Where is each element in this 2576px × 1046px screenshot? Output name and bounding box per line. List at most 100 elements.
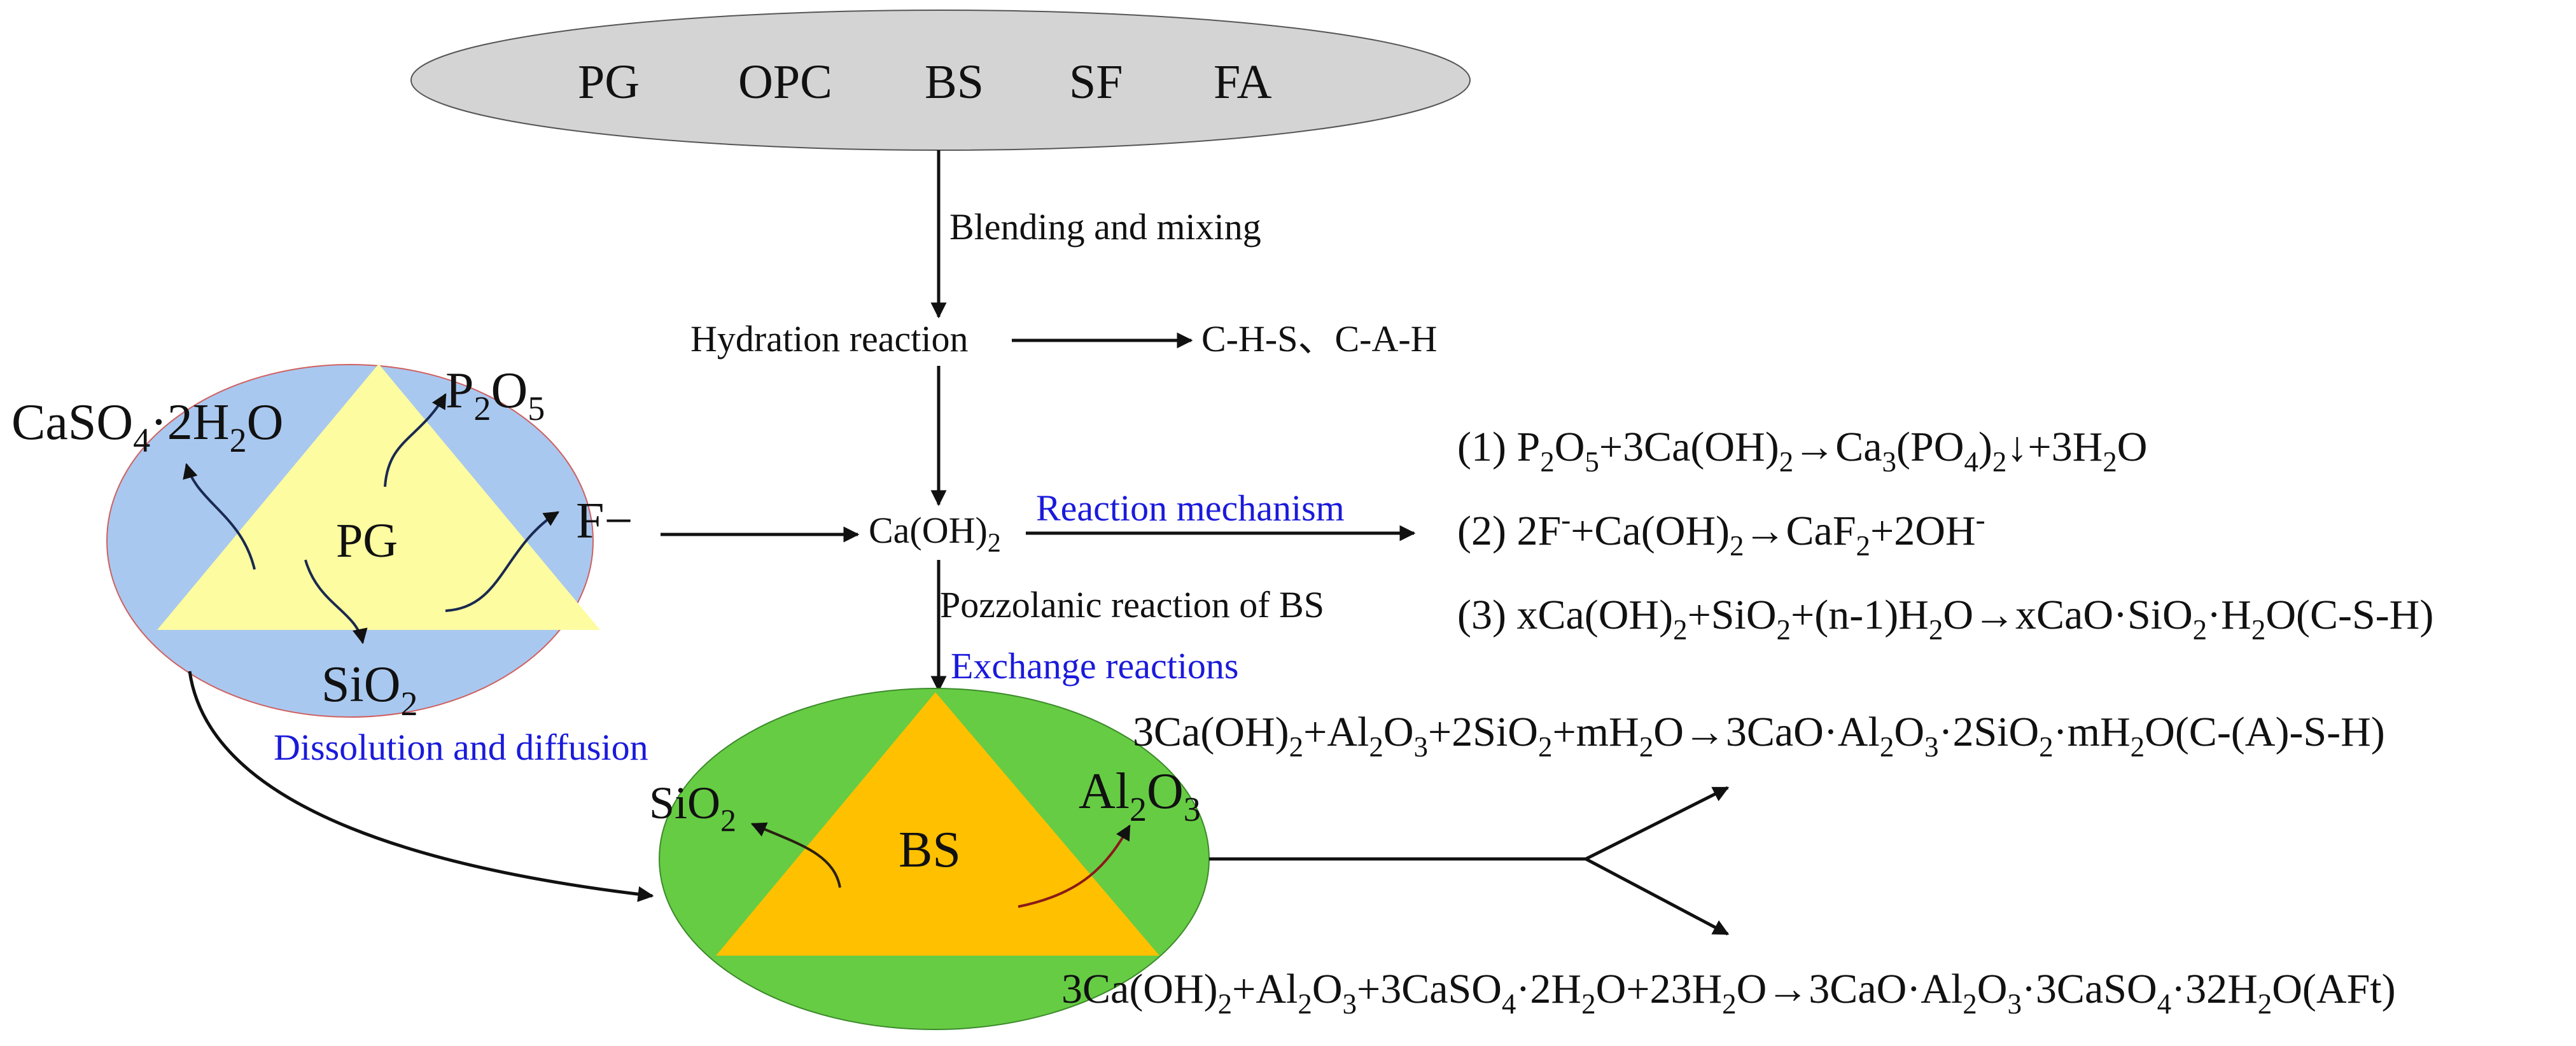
equation-part: 2 [1722,988,1737,1020]
equation-part: O→xCaO·SiO [1943,592,2192,638]
equation-part: 2 [2131,731,2145,763]
equation-part: 2 [2251,614,2266,646]
equation-number: (1) [1457,424,1516,470]
hydration-label: Hydration reaction [690,318,968,359]
equation-part: 3Ca(OH) [1133,709,1289,755]
equation-number: (3) [1457,592,1516,638]
equation-part: 2F [1516,508,1561,554]
equation-part: O [1555,424,1585,470]
equation-part: 2 [2039,731,2054,763]
equation-part: 2 [2103,446,2117,478]
equation-part: 4 [2157,988,2172,1020]
equation-part: →Ca [1793,424,1882,470]
pg-label: PG [336,514,398,568]
equation-part: +2SiO [1428,709,1538,755]
equation-2: (2) 2F-+Ca(OH)2→CaF2+2OH- [1457,504,1985,562]
equation-4: 3Ca(OH)2+Al2O3+2SiO2+mH2O→3CaO·Al2O3·2Si… [1133,709,2385,763]
equation-part: O [1977,966,2008,1012]
bs-sio2-label: SiO2 [649,778,736,838]
equation-part: O(AFt) [2272,966,2395,1012]
equation-part: 2 [1963,988,1977,1020]
equation-part: 2 [2258,988,2272,1020]
equation-part: +Al [1303,709,1369,755]
equation-part: +3CaSO [1357,966,1502,1012]
equation-part: 3 [2007,988,2022,1020]
equation-part: 2 [1639,731,1654,763]
equation-part: 2 [1540,446,1555,478]
equation-part: 2 [2193,614,2208,646]
equation-part: O→3CaO·Al [1737,966,1963,1012]
equation-part: +2OH [1870,508,1976,554]
arrow-to-eq5 [1585,857,1730,936]
equation-part: 2 [1779,446,1794,478]
equation-part: 2 [1298,988,1312,1020]
equation-part: +3Ca(OH) [1599,424,1779,470]
equation-part: - [1561,504,1571,536]
equation-part: 3 [1414,731,1429,763]
pozzolanic-label: Pozzolanic reaction of BS [940,584,1324,625]
arrow-to-eq4 [1585,786,1730,861]
materials-ellipse [410,10,1471,151]
equation-part: ·32H [2171,966,2258,1012]
equation-part: +Al [1232,966,1298,1012]
arrow-dissolution [188,671,654,902]
equation-part: 5 [1585,446,1599,478]
equation-part: 3 [1343,988,1357,1020]
equation-part: 2 [1369,731,1383,763]
equation-part: ·3CaSO [2022,966,2157,1012]
equation-5: 3Ca(OH)2+Al2O3+3CaSO4·2H2O+23H2O→3CaO·Al… [1061,966,2396,1020]
bs-arrow-sio2 [750,822,841,888]
caso4-label: CaSO4·2H2O [11,394,283,459]
hydration-products: C-H-S、C-A-H [1201,318,1438,359]
pg-arrow-sio2 [304,559,368,645]
equation-part: 2 [1730,530,1744,562]
equation-part: ·H [2207,592,2251,638]
equation-part: ·2SiO [1938,709,2039,755]
equation-part: +mH [1552,709,1639,755]
reaction-mechanism-label: Reaction mechanism [1036,487,1345,529]
pg-arrow-p2o5 [384,393,447,487]
equation-part: O→3CaO·Al [1653,709,1880,755]
material-pg: PG [578,55,640,109]
equation-part: P [1516,424,1540,470]
equation-part: - [1976,504,1985,536]
pg-sio2-label: SiO2 [321,657,418,723]
blending-label: Blending and mixing [949,206,1261,248]
equation-3: (3) xCa(OH)2+SiO2+(n-1)H2O→xCaO·SiO2·H2O… [1457,592,2433,646]
equation-part: O [1312,966,1343,1012]
equation-part: 2 [1289,731,1304,763]
exchange-label: Exchange reactions [951,645,1239,687]
equation-part: →CaF [1744,508,1856,554]
equation-part: O [2117,424,2148,470]
equation-part: 2 [1673,614,1688,646]
equation-part: 4 [1964,446,1978,478]
equation-part: O [1383,709,1414,755]
material-bs: BS [925,55,984,109]
bs-arrow-al2o3 [1018,824,1131,908]
material-opc: OPC [738,55,832,109]
equation-part: +(n-1)H [1791,592,1929,638]
equation-part: ·2H [1516,966,1581,1012]
equation-part: 2 [1581,988,1596,1020]
bs-label: BS [899,822,961,878]
caoh2-node: Ca(OH)2 [869,510,1001,558]
equation-part: O(C-S-H) [2265,592,2433,638]
equation-part: xCa(OH) [1516,592,1673,638]
equation-part: 2 [1777,614,1791,646]
material-sf: SF [1069,55,1123,109]
equation-part: 2 [1218,988,1233,1020]
equation-number: (2) [1457,508,1516,554]
pg-arrow-f [445,511,560,612]
equation-part: +Ca(OH) [1571,508,1730,554]
equation-part: ·mH [2054,709,2131,755]
p2o5-label: P2O5 [445,363,545,428]
material-fa: FA [1214,55,1272,109]
equation-part: 4 [1502,988,1516,1020]
equation-part: 3Ca(OH) [1061,966,1218,1012]
equation-part: ) [1978,424,1992,470]
equation-part: +SiO [1688,592,1777,638]
equation-part: 2 [1880,731,1894,763]
bs-triangle [716,692,1159,956]
equation-part: 2 [1929,614,1943,646]
pg-triangle [157,364,600,630]
